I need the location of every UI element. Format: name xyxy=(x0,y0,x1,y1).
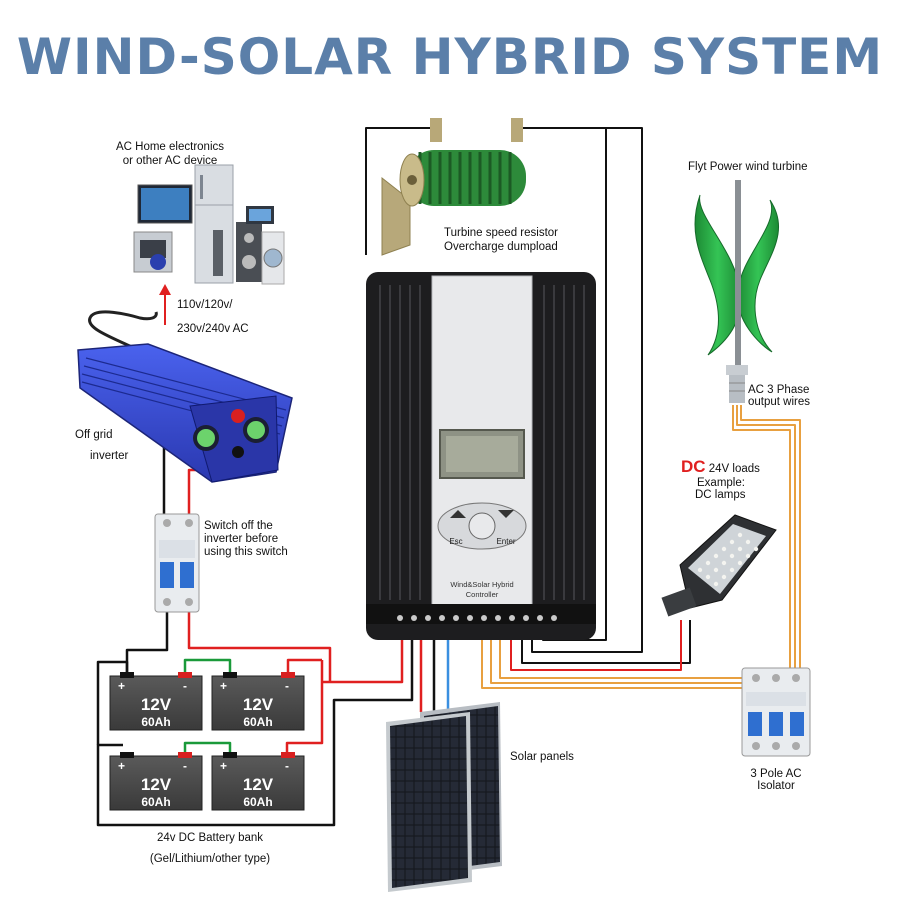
battery-4-plus: + xyxy=(220,759,227,773)
battery-link-red xyxy=(285,658,324,752)
controller-label-2: Controller xyxy=(466,590,499,599)
wind-turbine-image xyxy=(694,180,780,403)
turbine-wires-line-2: output wires xyxy=(748,396,811,408)
battery-2-plus: + xyxy=(220,679,227,693)
dc-loads-rest: 24V loads xyxy=(708,463,760,475)
isolator-label-line-1: 3 Pole AC xyxy=(750,768,802,780)
battery-1-capacity: 60Ah xyxy=(141,715,170,729)
inverter-image xyxy=(77,343,293,483)
controller-esc-label: Esc xyxy=(449,537,462,546)
battery-2-voltage: 12V xyxy=(243,695,274,714)
battery-4: + - 12V 60Ah xyxy=(211,752,305,811)
dc-loads-big: DC xyxy=(681,457,706,476)
battery-4-voltage: 12V xyxy=(243,775,274,794)
switch-to-battery-red xyxy=(187,612,332,682)
switch-to-battery-black xyxy=(125,612,169,672)
inverter-cord xyxy=(88,310,158,360)
battery-4-minus: - xyxy=(285,759,289,773)
battery-3-voltage: 12V xyxy=(141,775,172,794)
dc-load-wires xyxy=(521,620,691,664)
switch-warning-line-2: inverter before xyxy=(204,533,279,545)
switch-warning-line-3: using this switch xyxy=(204,546,288,558)
battery-1-minus: - xyxy=(183,679,187,693)
turbine-wires-line-1: AC 3 Phase xyxy=(748,384,810,396)
switch-warning-line-1: Switch off the xyxy=(204,520,273,532)
battery-to-controller-red xyxy=(322,622,404,684)
ac-devices-image xyxy=(133,164,285,285)
turbine-label: Flyt Power wind turbine xyxy=(688,161,808,173)
dc-loads-example: Example: xyxy=(697,477,745,489)
inverter-label-1: Off grid xyxy=(75,429,113,441)
battery-1-plus: + xyxy=(118,679,125,693)
ac-devices-label-line-2: or other AC device xyxy=(122,155,218,167)
battery-3-capacity: 60Ah xyxy=(141,795,170,809)
battery-bank-label-2: (Gel/Lithium/other type) xyxy=(149,853,271,865)
voltage-label-1: 110v/120v/ xyxy=(177,299,233,311)
dumpload-wire xyxy=(365,127,643,653)
resistor-label-line-2: Overcharge dumpload xyxy=(444,241,558,253)
turbine-wires-label: AC 3 Phase output wires xyxy=(748,384,810,408)
dumpload-resistor-image xyxy=(381,118,526,256)
page-title: WIND-SOLAR HYBRID SYSTEM xyxy=(16,28,884,86)
battery-2-minus: - xyxy=(285,679,289,693)
battery-3: + - 12V 60Ah xyxy=(109,752,203,811)
inverter-label-2: inverter xyxy=(90,450,129,462)
battery-link-green-bottom xyxy=(183,741,232,752)
voltage-label-2: 230v/240v AC xyxy=(177,323,249,335)
resistor-label: Turbine speed resistor Overcharge dumplo… xyxy=(444,226,558,254)
ac-devices-label: AC Home electronics or other AC device xyxy=(90,140,250,168)
dc-loads-lamps: DC lamps xyxy=(695,489,746,501)
battery-3-plus: + xyxy=(118,759,125,773)
isolator-label: 3 Pole AC Isolator xyxy=(730,768,822,792)
battery-4-capacity: 60Ah xyxy=(243,795,272,809)
controller-enter-label: Enter xyxy=(496,537,515,546)
switch-warning-label: Switch off the inverter before using thi… xyxy=(204,520,288,559)
battery-bank: + - 12V 60Ah + - 12V 60Ah + - 12V xyxy=(109,672,305,811)
resistor-label-line-1: Turbine speed resistor xyxy=(444,227,558,239)
battery-bank-label-1: 24v DC Battery bank xyxy=(156,832,264,844)
battery-1-voltage: 12V xyxy=(141,695,172,714)
solar-panels-label: Solar panels xyxy=(510,751,574,763)
dc-loads-label: DC 24V loads Example: DC lamps xyxy=(681,457,760,501)
ac-devices-label-line-1: AC Home electronics xyxy=(115,141,224,153)
dc-lamp-image xyxy=(661,514,777,617)
battery-3-minus: - xyxy=(183,759,187,773)
controller-image xyxy=(366,272,596,640)
ac-isolator-image xyxy=(741,667,811,757)
turbine-wires xyxy=(732,405,791,675)
battery-2-capacity: 60Ah xyxy=(243,715,272,729)
isolator-label-line-2: Isolator xyxy=(757,780,795,792)
solar-panels-image xyxy=(386,702,502,892)
battery-1: + - 12V 60Ah xyxy=(109,672,203,731)
inverter-switch-image xyxy=(154,513,200,613)
battery-link-green-top xyxy=(183,658,232,672)
isolator-to-controller-wires xyxy=(481,622,748,689)
battery-2: + - 12V 60Ah xyxy=(211,672,305,731)
controller-label-1: Wind&Solar Hybrid xyxy=(450,580,513,589)
